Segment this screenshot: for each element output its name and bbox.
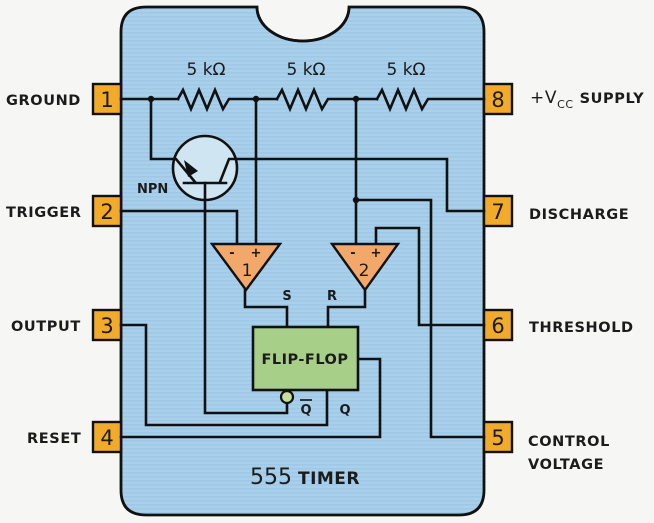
flip-flop-label: FLIP-FLOP bbox=[261, 352, 348, 368]
q-bar-label: Q bbox=[300, 403, 311, 418]
pin-3-label: OUTPUT bbox=[11, 319, 81, 335]
inverter-bubble bbox=[279, 389, 295, 405]
pin-8[interactable]: 8 bbox=[482, 82, 514, 116]
comparator-2-number: 2 bbox=[359, 261, 370, 281]
pin-1-label: GROUND bbox=[6, 93, 81, 109]
pin-5-number: 5 bbox=[491, 426, 504, 450]
chip-notch bbox=[255, 7, 351, 43]
comparator-2: - + 2 bbox=[329, 242, 401, 293]
npn-transistor bbox=[149, 97, 486, 415]
pin-8-number: 8 bbox=[491, 88, 504, 112]
pin-7-number: 7 bbox=[491, 200, 504, 224]
resistor-2 bbox=[275, 86, 379, 113]
transistor-label: NPN bbox=[137, 182, 168, 197]
pin-4-label: RESET bbox=[27, 431, 81, 447]
set-label: S bbox=[282, 289, 291, 304]
pin-2[interactable]: 2 bbox=[91, 194, 123, 228]
comparator-1: - + 1 bbox=[209, 242, 283, 293]
pin-3-number: 3 bbox=[100, 314, 113, 338]
resistor-2-label: 5 kΩ bbox=[286, 60, 325, 80]
comparator-1-plus: + bbox=[251, 246, 262, 261]
pin-2-label: TRIGGER bbox=[6, 205, 82, 221]
pin-6-label: THRESHOLD bbox=[529, 320, 634, 336]
pin-2-number: 2 bbox=[100, 200, 113, 224]
pin-4[interactable]: 4 bbox=[91, 420, 123, 454]
comparator-2-plus: + bbox=[371, 246, 382, 261]
pin-1[interactable]: 1 bbox=[91, 82, 123, 116]
flip-flop: FLIP-FLOP Q Q bbox=[251, 325, 360, 418]
pin-1-number: 1 bbox=[100, 88, 113, 112]
resistor-1 bbox=[176, 86, 279, 113]
pin-6[interactable]: 6 bbox=[482, 308, 514, 342]
resistor-1-label: 5 kΩ bbox=[186, 60, 225, 80]
resistor-3-label: 5 kΩ bbox=[386, 60, 425, 80]
resistor-3 bbox=[375, 86, 486, 113]
pin-7-label: DISCHARGE bbox=[529, 207, 629, 223]
comparator-1-number: 1 bbox=[242, 261, 253, 281]
chip-body bbox=[119, 5, 486, 517]
pin-6-number: 6 bbox=[491, 314, 504, 338]
pin-7[interactable]: 7 bbox=[482, 194, 514, 228]
pin-5-label-line1: CONTROL bbox=[528, 434, 610, 450]
comparator-1-minus: - bbox=[229, 246, 234, 261]
pin-5[interactable]: 5 bbox=[482, 420, 514, 454]
q-label: Q bbox=[339, 403, 350, 418]
pin-4-number: 4 bbox=[100, 426, 113, 450]
emitter-arrow-icon bbox=[184, 160, 198, 177]
reset-input-label: R bbox=[327, 289, 337, 304]
comparator-2-minus: - bbox=[350, 246, 355, 261]
pin-3[interactable]: 3 bbox=[91, 308, 123, 342]
pin-5-label-line2: VOLTAGE bbox=[528, 457, 604, 473]
